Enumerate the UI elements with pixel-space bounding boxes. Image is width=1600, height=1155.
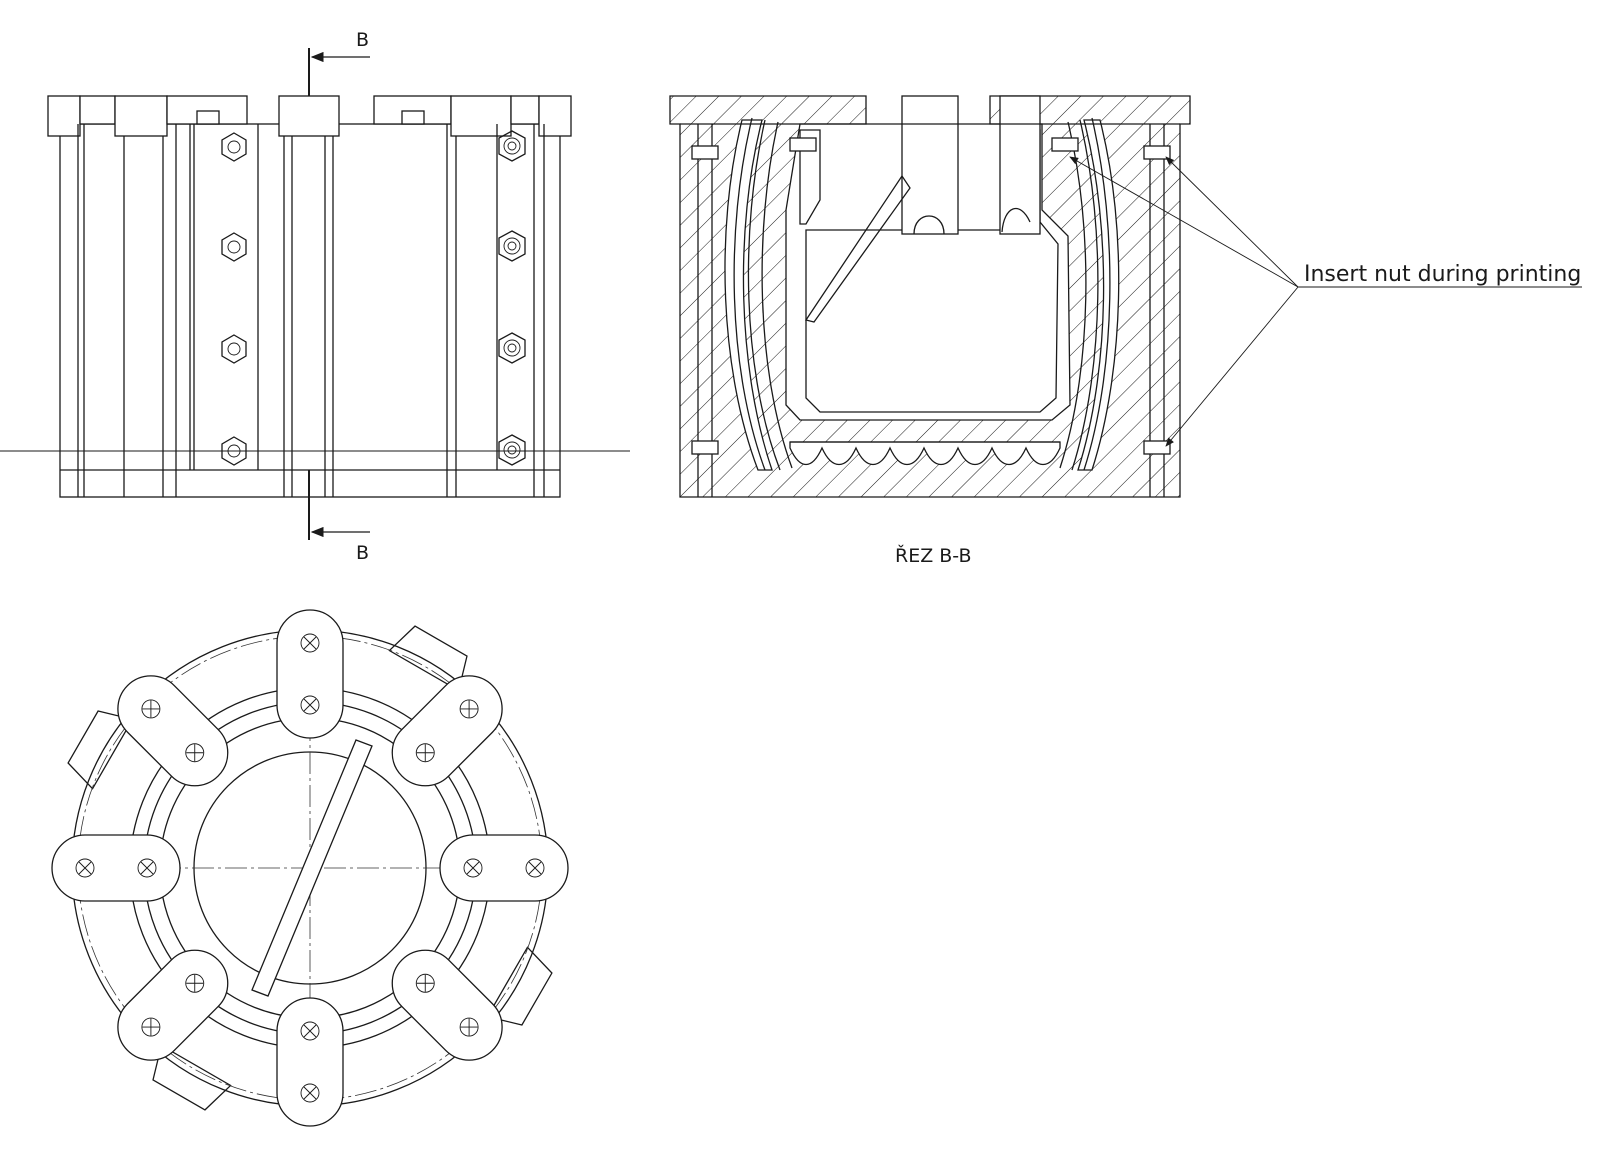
section-bolt-channels <box>697 124 1165 497</box>
front-vertical-edges <box>77 124 545 497</box>
section-letter-bottom: B <box>356 542 369 564</box>
top-arm-hole <box>141 1017 161 1037</box>
annotation-leaders <box>1069 156 1582 447</box>
section-bottom-ridge <box>789 441 1061 466</box>
top-arm-hole <box>185 743 205 763</box>
insert-nut <box>691 145 719 160</box>
top-arm-hole <box>459 1017 479 1037</box>
top-arm-hole <box>415 743 435 763</box>
top-arm-hole <box>300 695 320 715</box>
section-hatched-walls <box>669 95 1191 498</box>
section-letter-top: B <box>356 29 369 51</box>
top-arm-hole <box>137 858 157 878</box>
insert-nut <box>1051 137 1079 152</box>
top-arm <box>276 997 344 1127</box>
top-arm-hole <box>141 699 161 719</box>
section-curved-fingers-right <box>1059 117 1120 471</box>
annotation-insert-nut: Insert nut during printing <box>1304 262 1581 287</box>
section-view: Insert nut during printing ŘEZ B-B <box>669 95 1582 567</box>
top-arm <box>276 609 344 739</box>
insert-nut <box>1143 145 1171 160</box>
section-left-slot <box>799 129 821 225</box>
hex-nut-column-right <box>498 130 526 466</box>
hex-nut <box>498 332 526 364</box>
top-arm <box>117 949 229 1061</box>
top-arm-hole <box>525 858 545 878</box>
top-arm-hole <box>185 973 205 993</box>
hex-nut <box>221 334 247 364</box>
hex-nut <box>221 232 247 262</box>
hex-nut <box>498 230 526 262</box>
top-view <box>51 609 569 1127</box>
top-arm <box>51 834 181 902</box>
section-inserted-nuts <box>691 137 1171 455</box>
front-body-outline <box>59 123 561 498</box>
top-arm-hole <box>300 633 320 653</box>
top-arm-hole <box>75 858 95 878</box>
insert-nut <box>1143 440 1171 455</box>
hex-nut <box>498 434 526 466</box>
section-diagonal-lever <box>804 174 911 323</box>
top-arm-hole <box>463 858 483 878</box>
top-arm-hole <box>415 973 435 993</box>
insert-nut <box>789 137 817 152</box>
section-center-blocks <box>901 95 1041 235</box>
top-arm <box>391 675 503 787</box>
front-top-flange <box>47 95 572 137</box>
top-arm-hole <box>300 1021 320 1041</box>
section-title: ŘEZ B-B <box>895 544 972 567</box>
top-arm <box>439 834 569 902</box>
top-arm-hole <box>459 699 479 719</box>
top-crossing-bar <box>251 739 373 997</box>
section-curved-fingers-left <box>724 117 793 471</box>
front-view: B B <box>0 29 630 564</box>
hex-nut-column-left <box>221 132 247 466</box>
hex-nut <box>221 436 247 466</box>
hex-nut <box>498 130 526 162</box>
top-arm-hole <box>300 1083 320 1103</box>
top-arm <box>117 675 229 787</box>
section-line-b: B B <box>308 29 370 564</box>
top-arm <box>391 949 503 1061</box>
hex-nut <box>221 132 247 162</box>
insert-nut <box>691 440 719 455</box>
